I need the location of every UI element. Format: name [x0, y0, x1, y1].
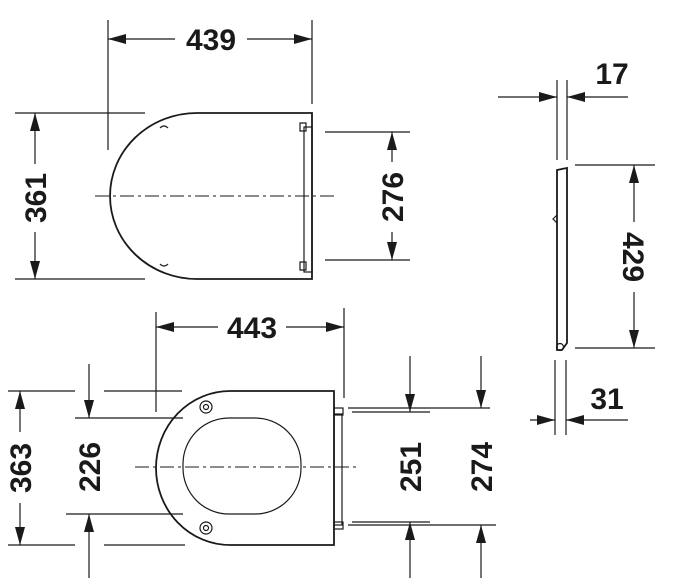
bottom-opening-arrow-top [84, 400, 94, 418]
top-hinge-strip [303, 126, 313, 273]
bottom-width-label: 443 [227, 312, 277, 345]
top-lid-outline [109, 112, 313, 280]
top-view: 439 361 276 [15, 20, 410, 280]
bottom-view: 443 363 226 251 274 [5, 308, 499, 578]
bottom-hinge-strip [333, 413, 343, 526]
side-profile-outline [556, 166, 568, 351]
side-bumper [552, 214, 558, 224]
bottom-bolt-lower [199, 521, 213, 535]
side-hinge-label: 31 [590, 383, 623, 416]
bottom-opening-label: 226 [74, 442, 107, 492]
bottom-hinge-tab-lower [333, 521, 344, 530]
bottom-hinge-tab-upper [333, 407, 344, 416]
side-hinge-pivot [555, 342, 565, 352]
bottom-hinge-inner-arrow-bottom [405, 522, 415, 540]
top-height-arrow-bottom [30, 261, 40, 279]
bottom-hinge-outer-arrow-bottom [476, 525, 486, 543]
side-hinge-arrow-right [566, 415, 584, 425]
top-width-label: 439 [186, 24, 236, 57]
top-width-arrow-right [294, 34, 312, 44]
bottom-width-arrow-left [156, 322, 174, 332]
top-height-label: 361 [20, 173, 53, 223]
bottom-height-label: 363 [5, 443, 38, 493]
bottom-hinge-outer-arrow-top [476, 390, 486, 408]
bottom-hinge-outer-label: 274 [466, 442, 499, 492]
side-hinge-arrow-left [537, 415, 555, 425]
side-length-arrow-top [629, 165, 639, 183]
top-hinge-label: 276 [377, 172, 410, 222]
bottom-seat-outline [155, 390, 335, 546]
top-bumper-lower [159, 263, 169, 267]
bottom-bolt-upper [199, 400, 213, 414]
side-thick-arrow-left [539, 92, 557, 102]
bottom-opening-arrow-bottom [84, 514, 94, 532]
side-thick-label: 17 [595, 58, 628, 91]
top-bumper-upper [159, 125, 169, 129]
side-length-label: 429 [616, 232, 649, 282]
bottom-seat-opening [182, 417, 302, 515]
top-hinge-mark-upper [299, 122, 307, 132]
bottom-height-arrow-top [15, 391, 25, 409]
bottom-height-arrow-bottom [15, 527, 25, 545]
bottom-width-arrow-right [326, 322, 344, 332]
bottom-hinge-inner-label: 251 [395, 442, 428, 492]
top-height-arrow-top [30, 113, 40, 131]
side-length-arrow-bottom [629, 330, 639, 348]
top-hinge-arrow-top [387, 132, 397, 150]
bottom-bolt-upper-inner [202, 403, 210, 411]
bottom-bolt-lower-inner [202, 524, 210, 532]
side-view: 17 429 31 [498, 58, 655, 435]
side-thick-arrow-right [567, 92, 585, 102]
top-hinge-arrow-bottom [387, 242, 397, 260]
top-hinge-mark-lower [299, 261, 307, 271]
bottom-hinge-inner-arrow-top [405, 394, 415, 412]
top-width-arrow-left [108, 34, 126, 44]
